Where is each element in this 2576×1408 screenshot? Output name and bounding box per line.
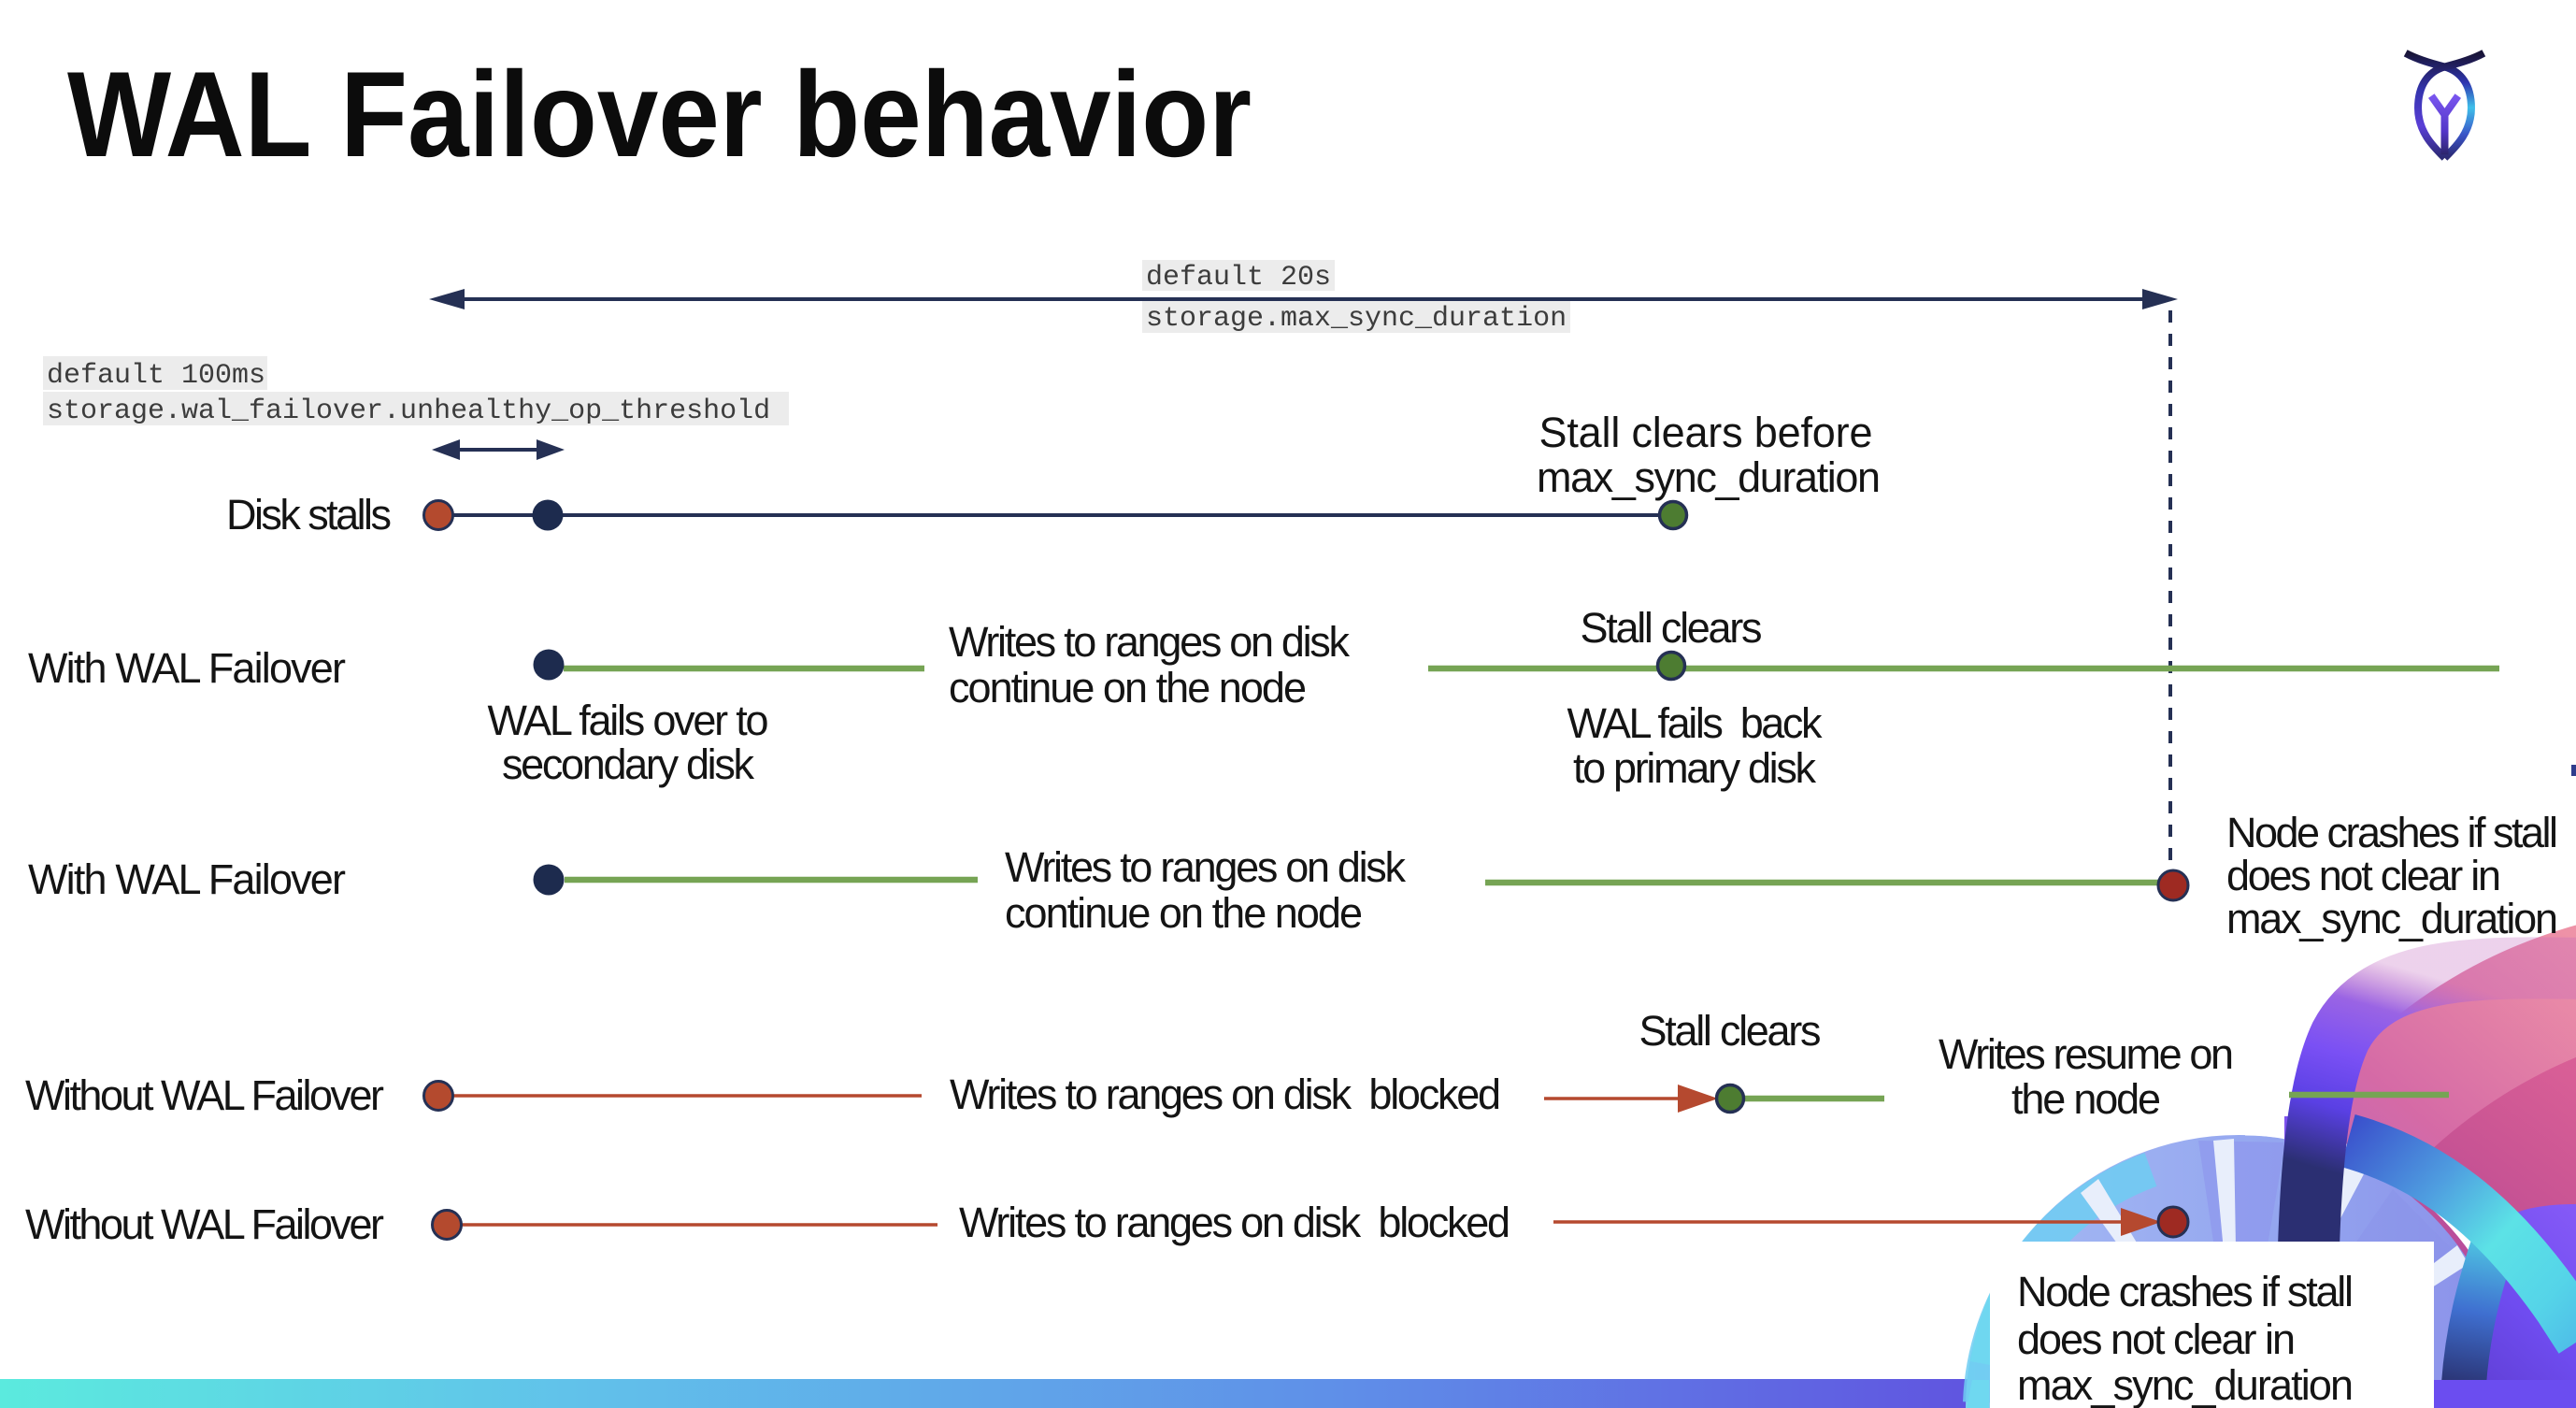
svg-text:Without WAL Failover: Without WAL Failover — [25, 1200, 384, 1248]
svg-text:storage.max_sync_duration: storage.max_sync_duration — [1146, 303, 1567, 335]
svg-text:With WAL Failover: With WAL Failover — [28, 855, 346, 903]
svg-text:default 20s: default 20s — [1146, 262, 1331, 294]
svg-text:WAL fails back: WAL fails back — [1567, 699, 1824, 747]
svg-text:Stall clears: Stall clears — [1639, 1007, 1822, 1055]
svg-text:Writes resume on: Writes resume on — [1939, 1030, 2234, 1078]
svg-text:secondary disk: secondary disk — [502, 740, 755, 788]
svg-text:max_sync_duration: max_sync_duration — [2226, 895, 2558, 942]
svg-text:Writes to ranges on disk bloc: Writes to ranges on disk blocked — [950, 1070, 1501, 1118]
svg-text:Node crashes if stall: Node crashes if stall — [2226, 809, 2558, 856]
svg-text:Writes to ranges on disk: Writes to ranges on disk — [949, 618, 1351, 666]
svg-text:Stall clears: Stall clears — [1581, 604, 1763, 652]
svg-text:WAL Failover behavior: WAL Failover behavior — [67, 46, 1252, 182]
svg-text:default 100ms: default 100ms — [47, 360, 265, 392]
svg-text:With WAL Failover: With WAL Failover — [28, 644, 346, 692]
svg-text:to primary disk: to primary disk — [1573, 744, 1817, 792]
svg-text:continue on the node: continue on the node — [1005, 889, 1363, 937]
svg-text:Disk stalls: Disk stalls — [226, 491, 392, 539]
svg-text:Node crashes if stall: Node crashes if stall — [2017, 1268, 2354, 1315]
svg-text:Stall clears before: Stall clears before — [1539, 409, 1873, 456]
svg-text:the node: the node — [2011, 1075, 2161, 1123]
svg-text:max_sync_duration: max_sync_duration — [2017, 1361, 2354, 1408]
svg-text:continue on the node: continue on the node — [949, 664, 1307, 711]
svg-text:does not clear in: does not clear in — [2017, 1315, 2296, 1363]
svg-text:does not clear in: does not clear in — [2226, 852, 2501, 899]
svg-text:Without WAL Failover: Without WAL Failover — [25, 1071, 384, 1119]
svg-text:Writes to ranges on disk: Writes to ranges on disk — [1005, 843, 1407, 891]
svg-text:WAL fails over to: WAL fails over to — [488, 697, 769, 744]
svg-text:Writes to ranges on disk bloc: Writes to ranges on disk blocked — [959, 1199, 1510, 1246]
svg-text:storage.wal_failover.unhealthy: storage.wal_failover.unhealthy_op_thresh… — [47, 395, 770, 427]
svg-text:max_sync_duration: max_sync_duration — [1537, 453, 1881, 501]
